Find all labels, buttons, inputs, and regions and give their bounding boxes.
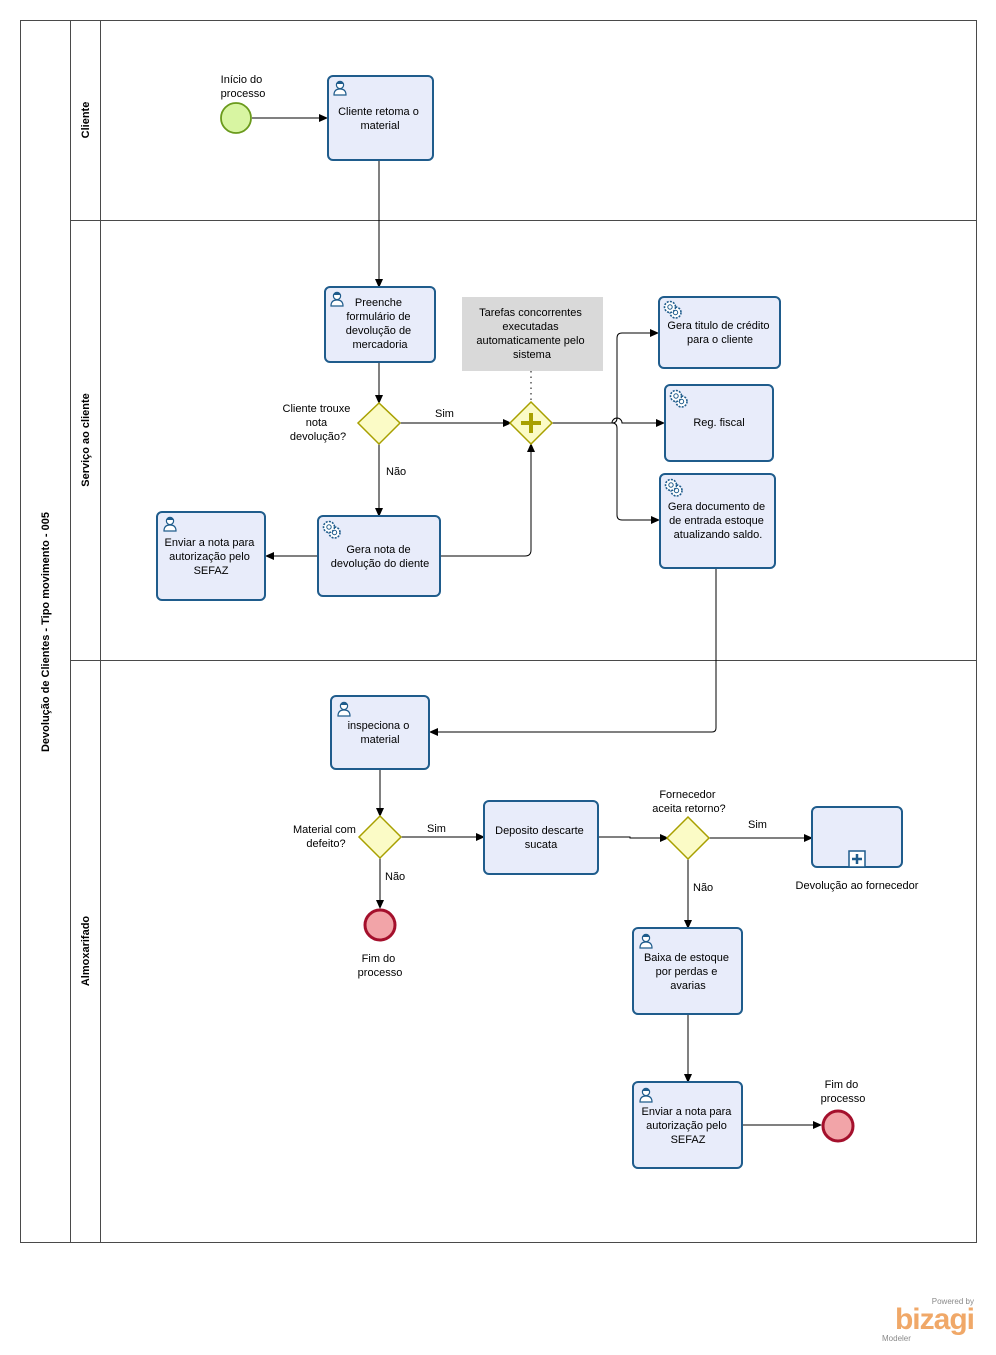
task-t8-label: inspeciona o material <box>348 720 413 746</box>
task-enviar-nota-sefaz-1[interactable]: Enviar a nota para autorização pelo SEFA… <box>156 511 266 601</box>
gateway-g1-label: Cliente trouxe nota devolução? <box>283 403 354 443</box>
task-t4-label: Enviar a nota para autorização pelo SEFA… <box>165 537 258 577</box>
flow-label-g3-sim: Sim <box>427 823 446 835</box>
flow-t3-to-g2 <box>441 443 535 557</box>
task-cliente-retoma-material[interactable]: Cliente retoma o material <box>327 75 434 161</box>
task-t3-label: Gera nota de devolução do diente <box>331 544 429 570</box>
task-t9-label: Deposito descarte sucata <box>495 825 587 851</box>
flow-label-g3-nao: Não <box>385 871 405 883</box>
gateway-material-com-defeito[interactable] <box>357 814 403 860</box>
gateway-g3-label: Material com defeito? <box>293 824 359 850</box>
lane-label-almoxarifado: Almoxarifado <box>80 916 92 987</box>
task-gera-titulo-credito[interactable]: Gera titulo de crédito para o cliente <box>658 296 781 369</box>
gateway-cliente-trouxe-nota[interactable] <box>356 401 402 446</box>
pool: Devolução de Clientes - Tipo movimento -… <box>20 20 977 1243</box>
powered-by-text: Powered by <box>931 1297 974 1306</box>
flow-label-g4-sim: Sim <box>748 819 767 831</box>
task-t5-label: Gera titulo de crédito para o cliente <box>667 320 772 346</box>
task-gera-nota-devolucao[interactable]: Gera nota de devolução do diente <box>317 515 441 597</box>
gateway-fornecedor-aceita-retorno[interactable] <box>665 815 711 861</box>
flow-label-g4-nao: Não <box>693 882 713 894</box>
task-deposito-descarte[interactable]: Deposito descarte sucata <box>483 800 599 875</box>
expand-icon <box>848 850 866 868</box>
end-event-2-label: Fim do processo <box>821 1079 866 1105</box>
subprocess-devolucao-fornecedor[interactable] <box>811 806 903 868</box>
task-gera-documento-entrada[interactable]: Gera documento de de entrada estoque atu… <box>659 473 776 569</box>
lane-label-servico: Serviço ao cliente <box>80 393 92 487</box>
flow-g2-to-t5 <box>611 329 659 424</box>
task-inspeciona-material[interactable]: inspeciona o material <box>330 695 430 770</box>
flow-g2-to-t7 <box>611 422 660 524</box>
annotation-text: Tarefas concorrentes executadas automati… <box>476 307 587 361</box>
task-reg-fiscal[interactable]: Reg. fiscal <box>664 384 774 462</box>
parallel-gateway[interactable] <box>508 400 554 446</box>
task-enviar-nota-sefaz-2[interactable]: Enviar a nota para autorização pelo SEFA… <box>632 1081 743 1169</box>
modeler-text: Modeler <box>882 1334 911 1343</box>
start-event[interactable] <box>220 102 252 134</box>
task-preenche-formulario[interactable]: Preenche formulário de devolução de merc… <box>324 286 436 363</box>
flow-t9-to-g4 <box>599 834 669 842</box>
task-t1-label: Cliente retoma o material <box>338 106 422 132</box>
start-event-label: Início do processo <box>221 74 266 100</box>
annotation-box <box>462 297 603 371</box>
task-t6-label: Reg. fiscal <box>693 417 744 429</box>
subprocess-label: Devolução ao fornecedor <box>796 880 919 892</box>
flow-t7-to-t8 <box>429 568 717 736</box>
flow-label-g1-sim: Sim <box>435 408 454 420</box>
task-baixa-estoque[interactable]: Baixa de estoque por perdas e avarias <box>632 927 743 1015</box>
end-event-2[interactable] <box>821 1109 855 1143</box>
lane-label-cliente: Cliente <box>80 102 92 139</box>
pool-title: Devolução de Clientes - Tipo movimento -… <box>40 512 52 752</box>
end-event-1-label: Fim do processo <box>358 953 403 979</box>
task-t7-label: Gera documento de de entrada estoque atu… <box>668 501 768 541</box>
gateway-g4-label: Fornecedor aceita retorno? <box>652 789 725 815</box>
task-t11-label: Enviar a nota para autorização pelo SEFA… <box>642 1106 735 1146</box>
task-t2-label: Preenche formulário de devolução de merc… <box>346 297 415 351</box>
bizagi-logo: bizagi <box>894 1303 975 1336</box>
task-t10-label: Baixa de estoque por perdas e avarias <box>644 952 732 992</box>
flow-label-g1-nao: Não <box>386 466 406 478</box>
end-event-1[interactable] <box>363 908 397 942</box>
bizagi-branding: Powered by bizagi Modeler <box>864 1297 975 1343</box>
plus-icon <box>521 413 541 433</box>
